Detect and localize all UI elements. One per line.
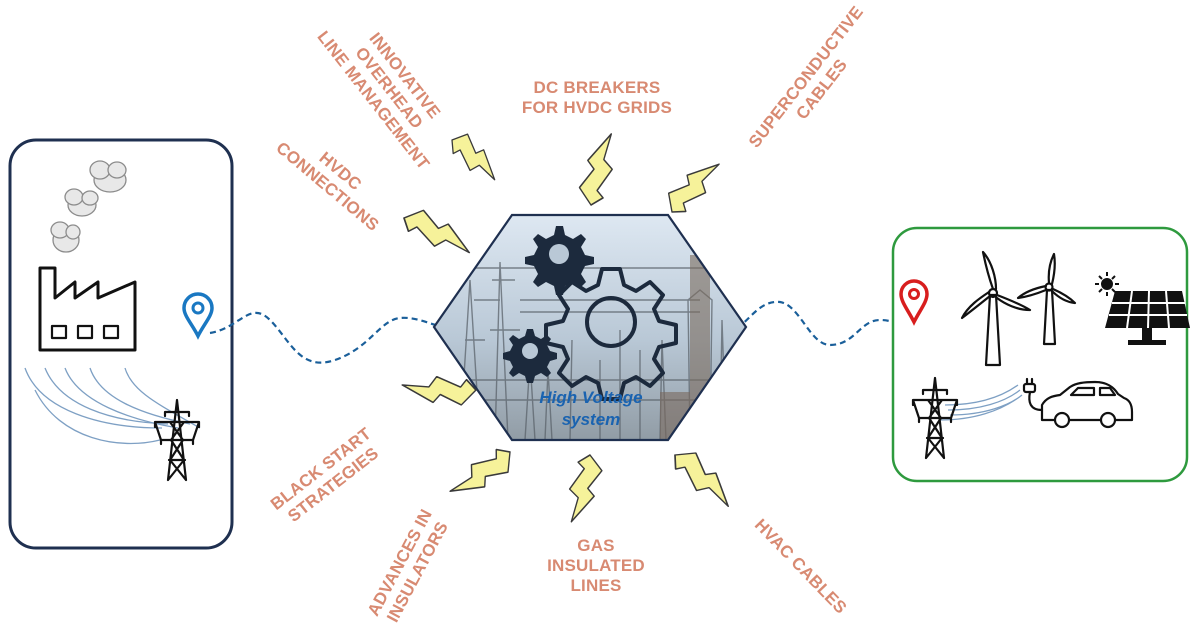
topic-gas-insulated-lines: GAS INSULATED LINES <box>547 536 645 595</box>
topic-overhead-line-management: INNOVATIVE OVERHEAD LINE MANAGEMENT <box>313 27 444 173</box>
gear-icon <box>525 226 594 295</box>
conventional-plant-panel <box>8 138 234 550</box>
renewables-panel <box>891 226 1190 483</box>
center-title-line1: High Voltage <box>539 388 642 407</box>
electric-car-icon <box>1022 377 1134 429</box>
lightning-bolt-icon <box>559 452 611 523</box>
topic-label: HVAC CABLES <box>751 515 851 617</box>
center-title-line2: system <box>562 410 621 429</box>
topic-label: DC BREAKERS <box>534 78 661 97</box>
location-pin-icon <box>182 292 214 340</box>
factory-icon <box>38 266 137 352</box>
location-pin-icon <box>899 279 929 326</box>
wind-turbine-icon <box>1016 252 1077 346</box>
smoke-icon <box>50 160 127 253</box>
left-dashed-connection <box>209 311 456 364</box>
sun-icon <box>1095 272 1119 296</box>
topic-black-start-strategies: BLACK START STRATEGIES <box>267 424 382 526</box>
topic-hvac-cables: HVAC CABLES <box>751 515 851 617</box>
topic-hvdc-connections: HVDC CONNECTIONS <box>272 138 382 235</box>
hexagon-border <box>432 213 748 442</box>
gear-icon <box>544 267 678 401</box>
power-lines <box>24 367 201 445</box>
lightning-bolt-icon <box>662 151 720 223</box>
lightning-bolt-icon <box>445 130 504 181</box>
topic-label: GAS <box>577 536 614 555</box>
topic-label: INSULATED <box>547 556 645 575</box>
lightning-bolt-icon <box>571 133 622 208</box>
topic-dc-breakers: DC BREAKERS FOR HVDC GRIDS <box>522 78 672 117</box>
wind-turbine-icon <box>960 250 1032 367</box>
topic-label: SUPERCONDUCTIVE <box>745 3 867 152</box>
lightning-bolt-icon <box>663 445 743 508</box>
high-voltage-hexagon: High Voltage system <box>432 213 748 442</box>
solar-panel-icon <box>1105 290 1190 345</box>
topic-advances-in-insulators: ADVANCES IN INSULATORS <box>364 506 452 625</box>
right-dashed-connection <box>736 300 914 347</box>
gear-icon <box>503 329 557 383</box>
lightning-bolt-icon <box>449 435 519 513</box>
topic-label: FOR HVDC GRIDS <box>522 98 672 117</box>
power-lines <box>939 384 1023 421</box>
lightning-bolt-icon <box>401 208 473 254</box>
topic-superconductive-cables: SUPERCONDUCTIVE CABLES <box>745 3 867 152</box>
left-panel-border <box>8 138 234 550</box>
topic-label: LINES <box>570 576 621 595</box>
